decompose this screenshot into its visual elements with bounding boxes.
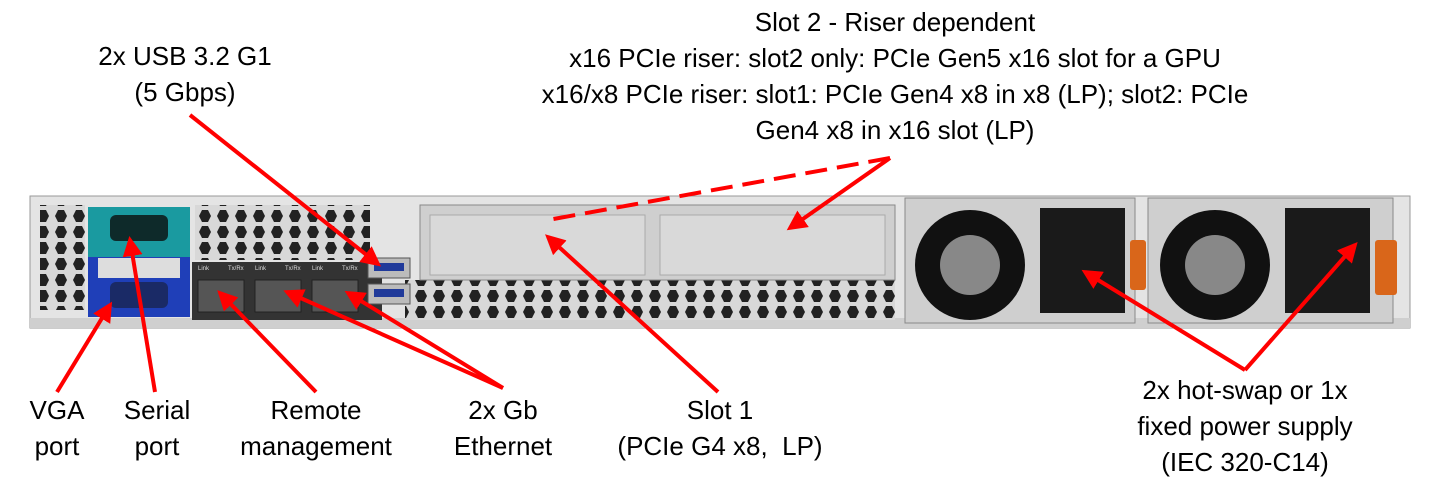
remote-line2: management (240, 431, 392, 461)
arrow-ethernet-1 (283, 289, 504, 390)
slot1-label: Slot 1 (PCIe G4 x8, LP) (617, 392, 822, 464)
serial-label: Serial port (124, 392, 190, 464)
arrow-slot2-dashed (547, 156, 891, 222)
arrow-psu-1 (1081, 269, 1247, 372)
slot2-title: Slot 2 - Riser dependent (754, 7, 1036, 37)
psu-line1: 2x hot-swap or 1x (1142, 375, 1348, 405)
arrow-ethernet-2 (344, 290, 505, 390)
vga-line2: port (34, 431, 80, 461)
serial-line1: Serial (123, 395, 191, 425)
slot1-line2: (PCIe G4 x8, LP) (617, 431, 823, 461)
psu-line2: fixed power supply (1137, 411, 1353, 441)
slot1-line1: Slot 1 (686, 395, 754, 425)
remote-management-label: Remote management (240, 392, 392, 464)
vga-line1: VGA (29, 395, 85, 425)
usb-line2: (5 Gbps) (134, 77, 236, 107)
psu-line3: (IEC 320-C14) (1161, 447, 1329, 477)
ethernet-line2: Ethernet (453, 431, 553, 461)
link-label: Link (255, 266, 267, 272)
link-label: Link (198, 266, 210, 272)
vga-label: VGA port (30, 392, 85, 464)
callout-arrows (55, 113, 1358, 394)
psu-label: 2x hot-swap or 1x fixed power supply (IE… (1137, 372, 1352, 480)
power-supplies (904, 197, 1397, 324)
serial-port (88, 207, 190, 257)
slot2-line3: Gen4 x8 in x16 slot (LP) (755, 115, 1035, 145)
link-label: Link (312, 266, 324, 272)
serial-line2: port (134, 431, 180, 461)
pcie-slots (419, 204, 896, 281)
arrow-usb (188, 113, 382, 267)
arrow-psu-2 (1243, 241, 1358, 372)
txrx-label: Tx/Rx (342, 266, 358, 272)
ethernet-ports: Link Tx/Rx Link Tx/Rx Link Tx/Rx (192, 262, 382, 320)
arrow-slot2 (786, 156, 892, 231)
usb-label: 2x USB 3.2 G1 (5 Gbps) (98, 38, 271, 110)
arrow-serial (122, 236, 157, 393)
remote-line1: Remote (270, 395, 362, 425)
slot2-line2: x16/x8 PCIe riser: slot1: PCIe Gen4 x8 i… (541, 79, 1249, 109)
txrx-label: Tx/Rx (228, 266, 244, 272)
ethernet-line1: 2x Gb (468, 395, 538, 425)
usb-line1: 2x USB 3.2 G1 (98, 41, 272, 71)
ethernet-label: 2x Gb Ethernet (454, 392, 552, 464)
slot2-line1: x16 PCIe riser: slot2 only: PCIe Gen5 x1… (569, 43, 1221, 73)
arrow-slot1 (545, 234, 720, 394)
arrow-vga (55, 301, 113, 394)
arrow-remote (217, 290, 318, 394)
txrx-label: Tx/Rx (285, 266, 301, 272)
slot2-label: Slot 2 - Riser dependent x16 PCIe riser:… (542, 4, 1249, 148)
